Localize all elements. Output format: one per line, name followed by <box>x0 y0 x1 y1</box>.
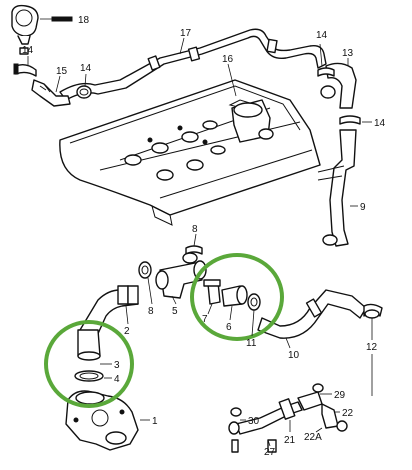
callout-4: 4 <box>114 374 120 385</box>
connector-6 <box>221 285 248 307</box>
callout-14b: 14 <box>80 63 92 74</box>
callout-12: 12 <box>366 342 378 353</box>
highlight-circle-right <box>190 253 284 341</box>
callout-16: 16 <box>222 54 234 65</box>
callout-8a: 8 <box>192 224 198 235</box>
callout-8b: 8 <box>148 306 154 317</box>
clip-8b <box>138 261 152 279</box>
t-connector-5 <box>155 260 207 299</box>
callout-22a: 22A <box>304 432 322 443</box>
clip-12 <box>363 303 383 319</box>
callout-9: 9 <box>360 202 366 213</box>
callout-13: 13 <box>342 48 354 59</box>
elbow-13 <box>317 62 357 109</box>
clip-14a <box>13 63 37 77</box>
callout-7: 7 <box>202 314 208 325</box>
clip-8a <box>182 245 203 264</box>
callout-29: 29 <box>334 390 346 401</box>
callout-17: 17 <box>180 28 192 39</box>
hose-10 <box>257 289 367 339</box>
callout-14a: 14 <box>22 45 34 56</box>
callout-15: 15 <box>56 66 68 77</box>
housing-1 <box>65 390 139 451</box>
callout-10: 10 <box>288 350 300 361</box>
callout-21: 21 <box>284 435 296 446</box>
o-ring-4 <box>74 370 104 382</box>
pipe-9 <box>317 129 357 247</box>
breather-18 <box>11 4 39 55</box>
callout-1: 1 <box>152 416 158 427</box>
clip-14d <box>339 115 361 125</box>
callout-2: 2 <box>124 326 130 337</box>
clip-11 <box>247 293 261 311</box>
callout-18: 18 <box>78 15 90 26</box>
callout-5: 5 <box>172 306 178 317</box>
valve-cover <box>59 79 321 226</box>
valve-7 <box>203 279 221 305</box>
callout-22: 22 <box>342 408 354 419</box>
callouts: 18 14 15 14 17 16 14 13 14 9 8 2 8 5 7 6… <box>22 15 386 458</box>
callout-3: 3 <box>114 360 120 371</box>
hose-2 <box>79 285 139 339</box>
leader-lines <box>27 16 373 447</box>
callout-27: 27 <box>264 447 276 458</box>
hose-15 <box>31 79 71 107</box>
callout-14d: 14 <box>374 118 386 129</box>
callout-6: 6 <box>226 322 232 333</box>
small-assembly <box>228 383 348 453</box>
highlight-circle-left <box>44 320 134 408</box>
hose-17 <box>59 28 327 101</box>
callout-30: 30 <box>248 416 260 427</box>
callout-11: 11 <box>246 338 257 349</box>
callout-14c: 14 <box>316 30 328 41</box>
pipe-3 <box>77 329 101 361</box>
clip-14b <box>76 85 92 99</box>
